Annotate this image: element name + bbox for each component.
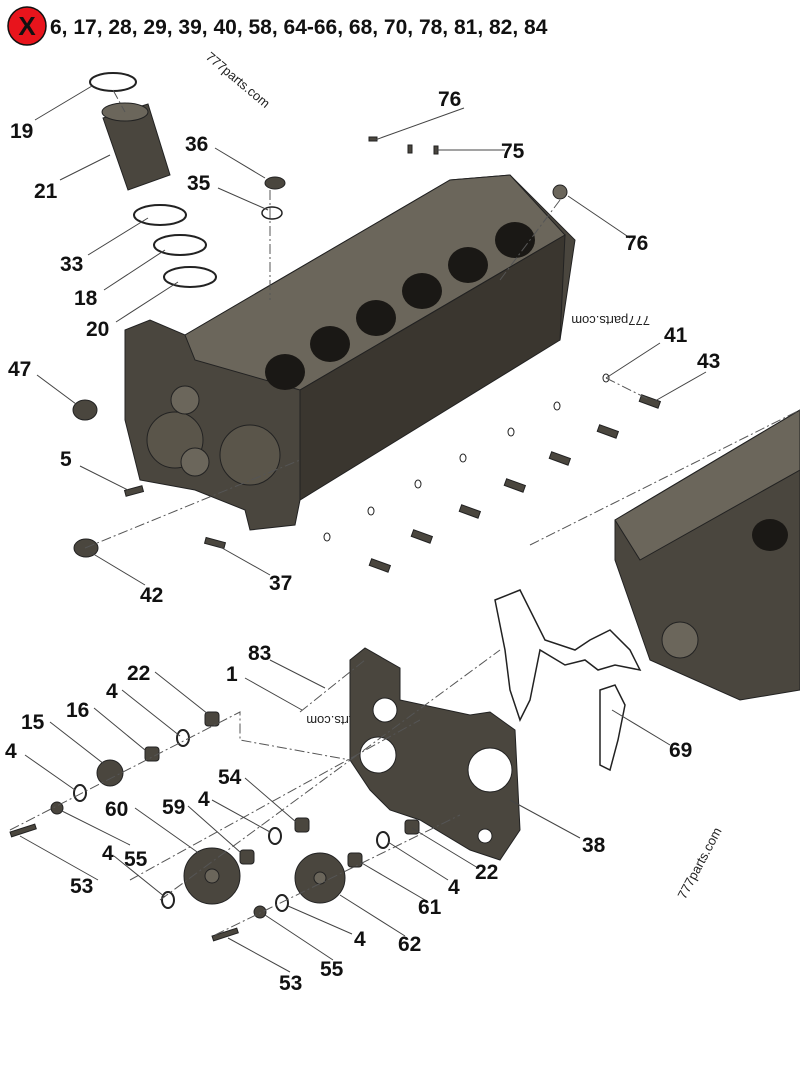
bushing-16 bbox=[144, 746, 160, 762]
callout-60: 60 bbox=[105, 798, 128, 821]
callout-4: 4 bbox=[198, 788, 210, 811]
cylinder-bores bbox=[265, 222, 535, 390]
callout-75: 75 bbox=[501, 140, 525, 163]
callout-62: 62 bbox=[398, 933, 421, 956]
callout-47: 47 bbox=[8, 358, 31, 381]
callout-76: 76 bbox=[625, 232, 648, 255]
watermark: 777parts.com bbox=[203, 49, 273, 111]
washer-55 bbox=[50, 801, 64, 815]
callout-18: 18 bbox=[74, 287, 98, 310]
callout-4: 4 bbox=[5, 740, 17, 763]
callout-33: 33 bbox=[60, 253, 83, 276]
callout-61: 61 bbox=[418, 896, 442, 919]
callout-37: 37 bbox=[269, 572, 292, 595]
cover-plate-36 bbox=[264, 176, 286, 190]
callout-55: 55 bbox=[320, 958, 344, 981]
callout-21: 21 bbox=[34, 180, 58, 203]
assembly-axes bbox=[9, 89, 800, 936]
callout-55: 55 bbox=[124, 848, 148, 871]
callout-53: 53 bbox=[70, 875, 93, 898]
callout-4: 4 bbox=[102, 842, 114, 865]
excluded-parts-list: 6, 17, 28, 29, 39, 40, 58, 64-66, 68, 70… bbox=[50, 16, 548, 39]
bushing-22-b bbox=[404, 819, 420, 835]
front-cover bbox=[349, 647, 521, 861]
bolt-53-b bbox=[211, 927, 239, 942]
main-bearing-bolts bbox=[123, 394, 662, 573]
seal-ring-20 bbox=[163, 266, 217, 288]
callout-42: 42 bbox=[140, 584, 163, 607]
callout-4: 4 bbox=[448, 876, 460, 899]
watermark: 777parts.com bbox=[674, 825, 724, 902]
seal-ring-19 bbox=[89, 72, 137, 92]
bushing-22 bbox=[204, 711, 220, 727]
cylinder-liner bbox=[101, 102, 171, 191]
callout-59: 59 bbox=[162, 796, 185, 819]
callout-43: 43 bbox=[697, 350, 720, 373]
seal-ring-33 bbox=[133, 204, 187, 226]
callout-22: 22 bbox=[127, 662, 150, 685]
plug-76 bbox=[552, 184, 568, 200]
bushing-59 bbox=[239, 849, 255, 865]
callout-22: 22 bbox=[475, 861, 498, 884]
callout-20: 20 bbox=[86, 318, 109, 341]
callout-41: 41 bbox=[664, 324, 688, 347]
callout-35: 35 bbox=[187, 172, 211, 195]
callout-16: 16 bbox=[66, 699, 89, 722]
callout-38: 38 bbox=[582, 834, 606, 857]
callout-54: 54 bbox=[218, 766, 242, 789]
callout-4: 4 bbox=[354, 928, 366, 951]
excluded-parts-header: X 6, 17, 28, 29, 39, 40, 58, 64-66, 68, … bbox=[7, 6, 548, 46]
callout-5: 5 bbox=[60, 448, 72, 471]
callout-69: 69 bbox=[669, 739, 692, 762]
gasket-35 bbox=[261, 206, 283, 220]
callout-labels: 19 21 36 35 76 75 76 33 18 20 41 43 47 5… bbox=[5, 88, 720, 995]
callout-1: 1 bbox=[226, 663, 238, 686]
bushing-61 bbox=[347, 852, 363, 868]
leader-lines bbox=[19, 85, 707, 973]
spacer-54 bbox=[294, 817, 310, 833]
callout-36: 36 bbox=[185, 133, 208, 156]
callout-4: 4 bbox=[106, 680, 118, 703]
callout-53: 53 bbox=[279, 972, 302, 995]
bushings-47-42 bbox=[72, 399, 99, 558]
callout-15: 15 bbox=[21, 711, 45, 734]
idler-gear-15 bbox=[96, 759, 124, 787]
callout-83: 83 bbox=[248, 642, 271, 665]
excluded-x-icon bbox=[7, 6, 47, 46]
excluded-x-glyph: X bbox=[18, 11, 36, 41]
seal-ring-18 bbox=[153, 234, 207, 256]
callout-76: 76 bbox=[438, 88, 461, 111]
engine-block-assembled bbox=[614, 409, 800, 701]
gasket bbox=[494, 589, 642, 772]
watermark: 777parts.com bbox=[571, 313, 650, 328]
gear-train bbox=[9, 711, 420, 942]
small-o-rings bbox=[323, 373, 610, 542]
bolt-53 bbox=[9, 823, 37, 838]
pins-76-75 bbox=[368, 136, 439, 155]
callout-19: 19 bbox=[10, 120, 33, 143]
washer-55-b bbox=[253, 905, 267, 919]
engine-block bbox=[124, 174, 576, 531]
